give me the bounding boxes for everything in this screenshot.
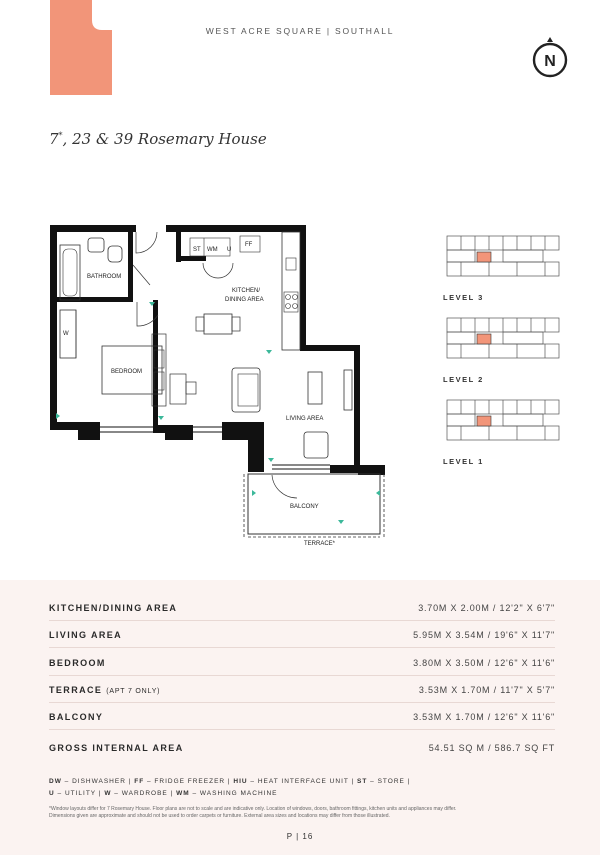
key-plan-level-3-drawing — [446, 235, 560, 277]
store-label: ST — [193, 247, 201, 253]
abbreviations: DW – DISHWASHER | FF – FRIDGE FREEZER | … — [49, 776, 410, 800]
key-plan-level-2-drawing — [446, 317, 560, 359]
spec-note: (APT 7 ONLY) — [106, 688, 161, 695]
spec-row-bedroom: BEDROOM 3.80M X 3.50M / 12'6" X 11'6" — [49, 658, 555, 676]
spec-label: BALCONY — [49, 712, 104, 722]
washing-machine-label: WM — [207, 247, 218, 253]
page-number: P | 16 — [286, 832, 314, 841]
terrace-label: TERRACE* — [304, 541, 336, 547]
spec-value: 54.51 SQ M / 586.7 SQ FT — [428, 743, 555, 753]
key-plan-level-1: LEVEL 1 — [443, 396, 563, 466]
abbrev-line-2: U – UTILITY | W – WARDROBE | WM – WASHIN… — [49, 790, 278, 797]
north-letter: N — [544, 53, 556, 70]
north-compass-icon: N — [532, 37, 568, 78]
spec-value: 5.95M X 3.54M / 19'6" X 11'7" — [413, 630, 555, 640]
spec-row-living: LIVING AREA 5.95M X 3.54M / 19'6" X 11'7… — [49, 630, 555, 648]
level-3-label: LEVEL 3 — [443, 293, 484, 302]
unit-title: 7*, 23 & 39 Rosemary House — [49, 130, 267, 148]
fridge-freezer-label: FF — [245, 242, 253, 248]
utility-label: U — [227, 247, 231, 253]
spec-label: KITCHEN/DINING AREA — [49, 603, 178, 613]
kitchen-label-2: DINING AREA — [225, 297, 264, 303]
development-title: WEST ACRE SQUARE | SOUTHALL — [205, 26, 395, 36]
abbrev-line-1: DW – DISHWASHER | FF – FRIDGE FREEZER | … — [49, 778, 411, 785]
floor-plan: BATHROOM KITCHEN/ DINING AREA BEDROOM LI… — [50, 225, 385, 547]
key-plan-level-3: LEVEL 3 — [443, 232, 563, 302]
spec-value: 3.53M X 1.70M / 11'7" X 5'7" — [418, 685, 555, 695]
spec-label: TERRACE (APT 7 ONLY) — [49, 685, 161, 695]
spec-label: LIVING AREA — [49, 630, 123, 640]
wardrobe-label: W — [63, 331, 69, 337]
key-plan-level-1-drawing — [446, 399, 560, 441]
spec-row-balcony: BALCONY 3.53M X 1.70M / 12'6" X 11'6" — [49, 712, 555, 730]
brand-logo-shape — [50, 0, 112, 95]
living-label: LIVING AREA — [286, 416, 323, 422]
disclaimer: *Window layouts differ for 7 Rosemary Ho… — [49, 806, 457, 819]
key-plan-level-2: LEVEL 2 — [443, 314, 563, 384]
spec-row-gross-area: GROSS INTERNAL AREA 54.51 SQ M / 586.7 S… — [49, 743, 555, 760]
bathroom-label: BATHROOM — [87, 274, 121, 280]
level-2-label: LEVEL 2 — [443, 375, 484, 384]
spec-label: GROSS INTERNAL AREA — [49, 743, 184, 753]
level-1-label: LEVEL 1 — [443, 457, 484, 466]
bedroom-label: BEDROOM — [111, 369, 142, 375]
kitchen-label-1: KITCHEN/ — [232, 288, 260, 294]
spec-value: 3.53M X 1.70M / 12'6" X 11'6" — [413, 712, 555, 722]
spec-row-terrace: TERRACE (APT 7 ONLY) 3.53M X 1.70M / 11'… — [49, 685, 555, 703]
spec-row-kitchen: KITCHEN/DINING AREA 3.70M X 2.00M / 12'2… — [49, 603, 555, 621]
balcony-label: BALCONY — [290, 504, 319, 510]
spec-value: 3.70M X 2.00M / 12'2" X 6'7" — [418, 603, 555, 613]
spec-panel — [0, 580, 600, 855]
spec-label: BEDROOM — [49, 658, 106, 668]
spec-value: 3.80M X 3.50M / 12'6" X 11'6" — [413, 658, 555, 668]
